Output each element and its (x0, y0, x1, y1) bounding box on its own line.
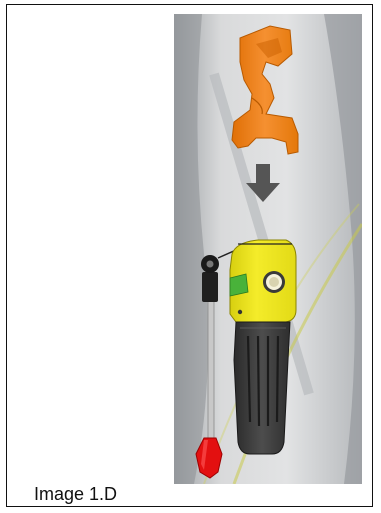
assembly-svg (174, 14, 362, 484)
yellow-housing (230, 240, 296, 322)
green-indicator (230, 274, 248, 296)
grip-body (234, 322, 290, 454)
figure-caption: Image 1.D (34, 484, 117, 504)
assembly-illustration (174, 14, 362, 484)
lever-clamp (202, 272, 218, 302)
